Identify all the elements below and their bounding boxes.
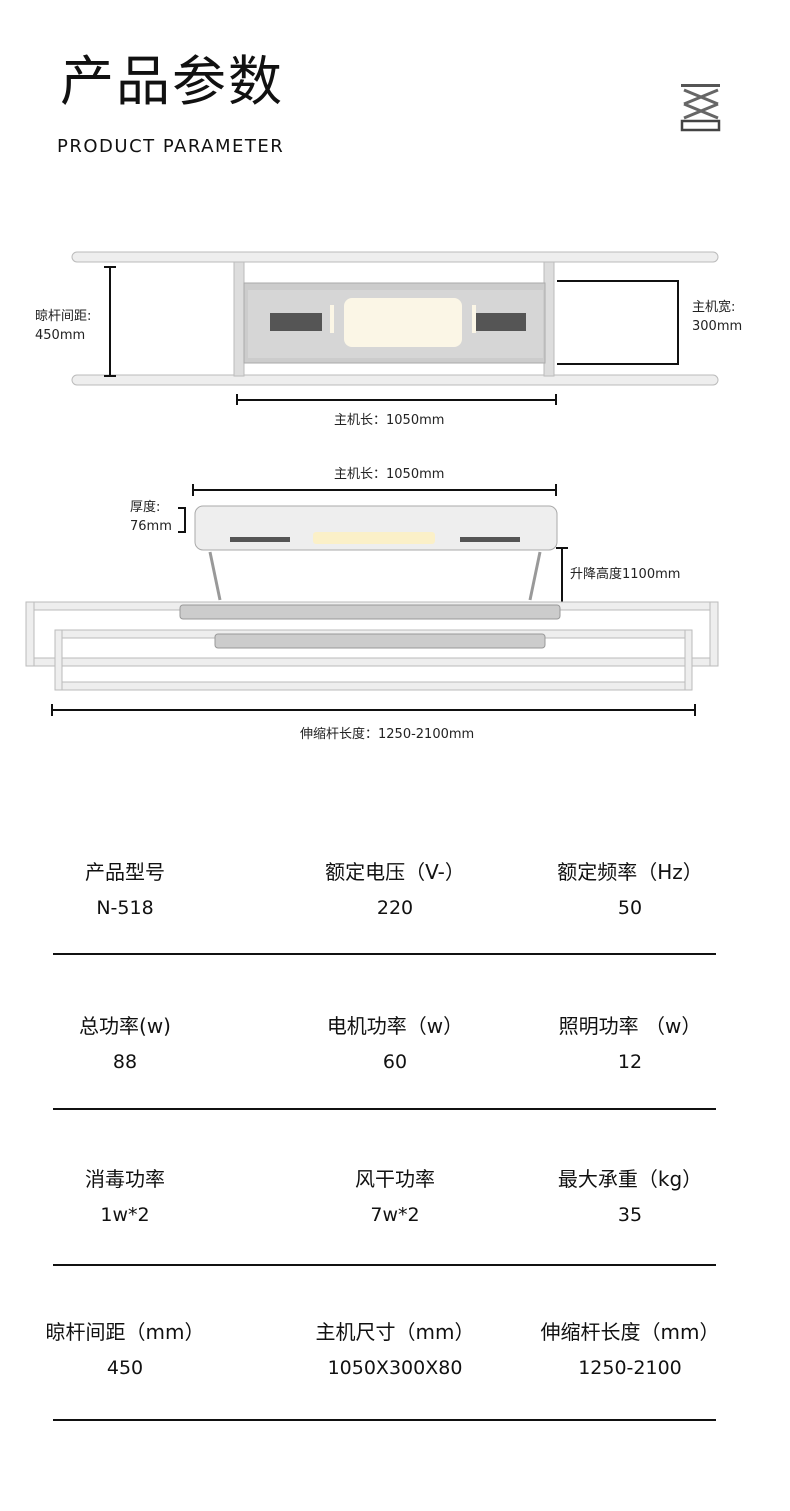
spec-cell: 产品型号 N-518 xyxy=(0,858,250,922)
spec-value: 450 xyxy=(106,1357,144,1379)
scissor-lift-icon xyxy=(25,84,721,716)
spec-value: 1w*2 xyxy=(100,1204,150,1226)
spacing-label: 晾杆间距: xyxy=(35,309,92,324)
spec-value: 7w*2 xyxy=(370,1204,420,1226)
thickness-dimension-label: 厚度: 76mm xyxy=(130,498,172,536)
spec-value: 60 xyxy=(382,1051,408,1073)
width-label: 主机宽: xyxy=(692,300,736,315)
divider xyxy=(53,1108,716,1110)
spec-row: 产品型号 N-518 额定电压（V-） 220 额定频率（Hz） 50 xyxy=(0,858,790,938)
divider xyxy=(53,1419,716,1421)
side-view-diagram xyxy=(25,484,719,716)
spacing-dimension-label: 晾杆间距: 450mm xyxy=(35,307,91,345)
page-subtitle: PRODUCT PARAMETER xyxy=(57,136,285,157)
spec-key: 伸缩杆长度（mm） xyxy=(540,1320,720,1344)
spec-value: 88 xyxy=(112,1051,138,1073)
spacing-value: 450mm xyxy=(35,328,86,343)
spec-value: N-518 xyxy=(96,897,154,919)
spec-cell: 风干功率 7w*2 xyxy=(270,1165,520,1229)
spec-key: 额定电压（V-） xyxy=(325,860,465,884)
spec-row: 晾杆间距（mm） 450 主机尺寸（mm） 1050X300X80 伸缩杆长度（mm… xyxy=(0,1318,790,1398)
rod-length-label: 伸缩杆长度：1250-2100mm xyxy=(300,727,475,742)
spec-key: 电机功率（w） xyxy=(326,1014,464,1038)
spec-value: 50 xyxy=(617,897,643,919)
logo-icon xyxy=(680,84,721,132)
spec-value: 35 xyxy=(617,1204,643,1226)
spec-key: 总功率(w) xyxy=(79,1014,171,1038)
spec-cell: 最大承重（kg） 35 xyxy=(505,1165,755,1229)
spec-key: 最大承重（kg） xyxy=(557,1167,703,1191)
spec-value: 12 xyxy=(617,1051,643,1073)
spec-key: 消毒功率 xyxy=(85,1167,165,1191)
page-title: 产品参数 xyxy=(60,50,284,113)
divider xyxy=(53,1264,716,1266)
length-label-side: 主机长：1050mm xyxy=(334,467,445,482)
spec-key: 额定频率（Hz） xyxy=(557,860,703,884)
spec-cell: 消毒功率 1w*2 xyxy=(0,1165,250,1229)
spec-key: 照明功率 （w） xyxy=(558,1014,702,1038)
width-dimension-label: 主机宽: 300mm xyxy=(692,298,742,336)
spec-value: 1250-2100 xyxy=(578,1357,682,1379)
lift-height-label: 升降高度1100mm xyxy=(570,567,681,582)
spec-key: 主机尺寸（mm） xyxy=(315,1320,475,1344)
top-view-diagram xyxy=(71,251,719,405)
spec-row: 消毒功率 1w*2 风干功率 7w*2 最大承重（kg） 35 xyxy=(0,1165,790,1245)
width-value: 300mm xyxy=(692,319,743,334)
spec-cell: 晾杆间距（mm） 450 xyxy=(0,1318,250,1382)
spec-cell: 额定电压（V-） 220 xyxy=(270,858,520,922)
spec-cell: 伸缩杆长度（mm） 1250-2100 xyxy=(505,1318,755,1382)
spec-value: 220 xyxy=(376,897,414,919)
spec-key: 风干功率 xyxy=(355,1167,435,1191)
spec-key: 晾杆间距（mm） xyxy=(45,1320,205,1344)
thickness-label: 厚度: xyxy=(130,500,161,515)
spec-cell: 主机尺寸（mm） 1050X300X80 xyxy=(270,1318,520,1382)
spec-key: 产品型号 xyxy=(85,860,165,884)
divider xyxy=(53,953,716,955)
spec-cell: 总功率(w) 88 xyxy=(0,1012,250,1076)
spec-cell: 照明功率 （w） 12 xyxy=(505,1012,755,1076)
spec-cell: 电机功率（w） 60 xyxy=(270,1012,520,1076)
spec-value: 1050X300X80 xyxy=(327,1357,463,1379)
spec-cell: 额定频率（Hz） 50 xyxy=(505,858,755,922)
length-label-top: 主机长：1050mm xyxy=(334,413,445,428)
thickness-value: 76mm xyxy=(130,519,172,534)
spec-row: 总功率(w) 88 电机功率（w） 60 照明功率 （w） 12 xyxy=(0,1012,790,1092)
